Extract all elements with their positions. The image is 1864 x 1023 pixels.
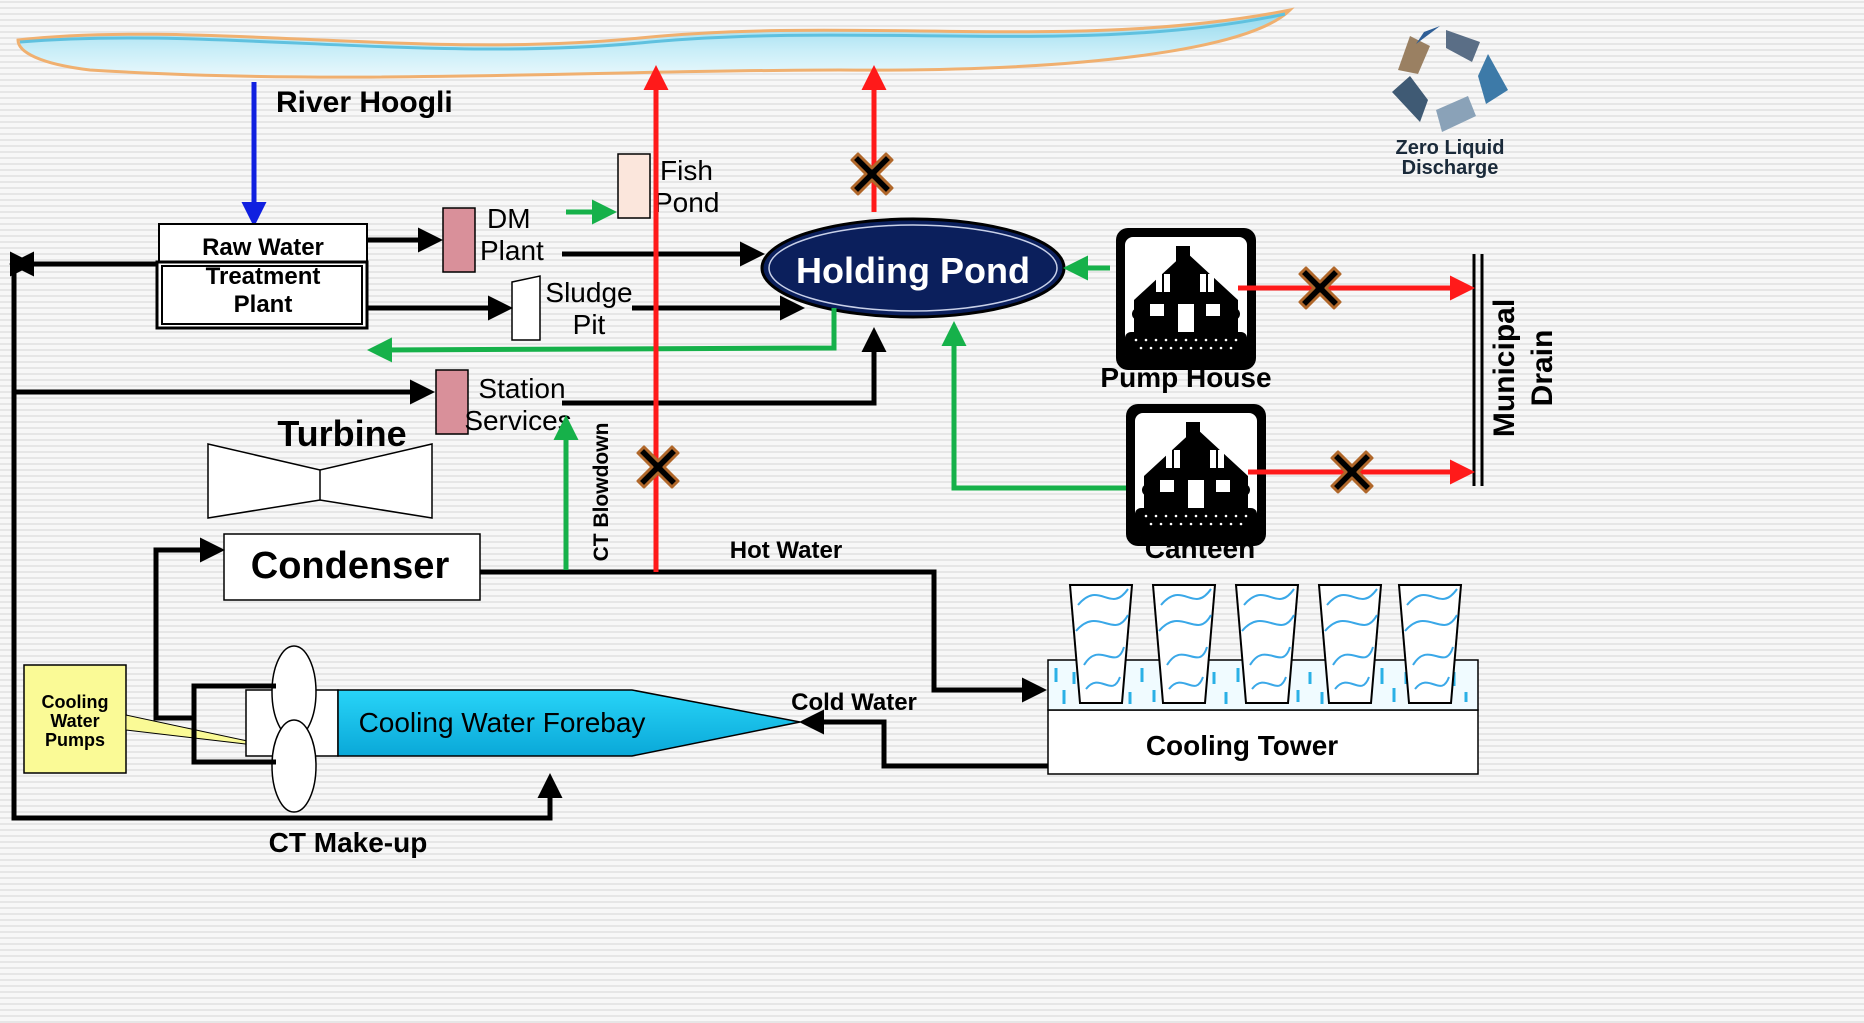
hot-water-label: Hot Water: [730, 537, 842, 564]
river-label: River Hoogli: [276, 86, 453, 119]
pumps-label-2: Water: [50, 711, 99, 731]
fish-pond-label: Fish: [660, 155, 713, 186]
river-hoogli: [18, 10, 1290, 77]
holding-pond-label: Holding Pond: [796, 250, 1030, 291]
sludge-pit-block: [512, 276, 540, 340]
station-services-label-2: Services: [464, 405, 571, 436]
dm-plant-block: [443, 208, 475, 272]
blocked-discharge-lines: [656, 70, 1470, 572]
cold-water-label: Cold Water: [791, 689, 917, 716]
ct-blowdown-label: CT Blowdown: [590, 423, 613, 562]
cooling-tower-label: Cooling Tower: [1146, 730, 1338, 761]
pumps-label: Cooling: [42, 692, 109, 712]
fish-pond-label-2: Pond: [654, 187, 719, 218]
raw-water-label-2: Treatment: [206, 263, 321, 290]
condenser-label: Condenser: [251, 545, 450, 587]
municipal-drain-label: Municipal: [1488, 299, 1521, 437]
pumps-label-3: Pumps: [45, 730, 105, 750]
zld-label-line2: Discharge: [1402, 157, 1499, 179]
dm-plant-label: DM: [487, 203, 531, 234]
raw-water-label: Raw Water: [202, 234, 324, 261]
station-services-block: [436, 370, 468, 434]
recycle-icon: [1392, 26, 1508, 132]
fish-pond-block: [618, 154, 650, 218]
canteen-icon: [1126, 404, 1266, 546]
sludge-pit-label-2: Pit: [573, 309, 606, 340]
raw-water-label-3: Plant: [234, 291, 293, 318]
zld-label-line1: Zero Liquid: [1396, 137, 1505, 159]
turbine-label: Turbine: [277, 413, 406, 454]
forebay-label: Cooling Water Forebay: [359, 707, 646, 738]
pump-house-label: Pump House: [1100, 362, 1271, 393]
sludge-pit-label: Sludge: [545, 277, 632, 308]
pump-house-icon: [1116, 228, 1256, 370]
canteen-label: Canteen: [1145, 533, 1255, 564]
municipal-drain: [1474, 254, 1482, 486]
dm-plant-label-2: Plant: [480, 235, 544, 266]
station-services-label: Station: [478, 373, 565, 404]
ct-makeup-label: CT Make-up: [269, 827, 428, 858]
municipal-drain-label-2: Drain: [1526, 330, 1559, 407]
